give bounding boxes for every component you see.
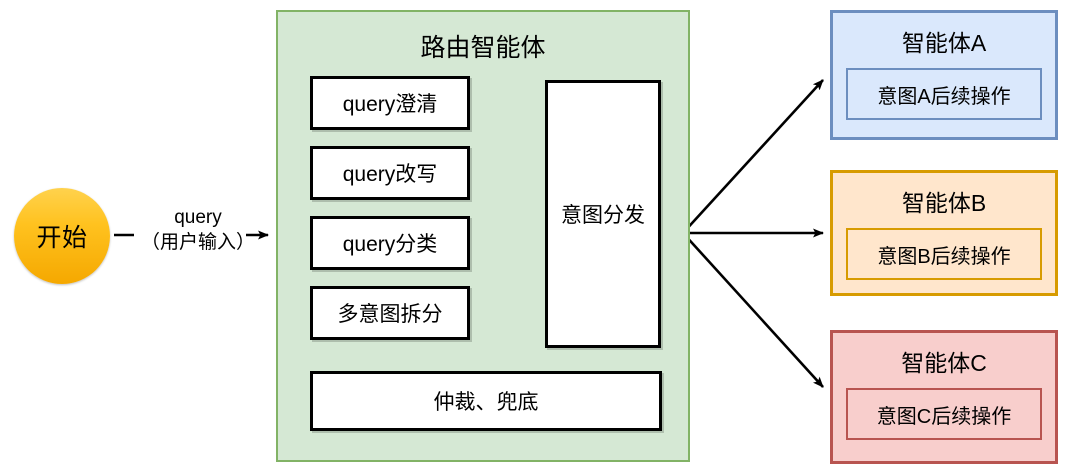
agent-card-action-box[interactable]: 意图B后续操作 (846, 228, 1042, 280)
start-node[interactable]: 开始 (14, 188, 110, 284)
task-box-label: query分类 (342, 233, 438, 256)
agent-card-action-box[interactable]: 意图A后续操作 (846, 68, 1042, 120)
task-box-label: query澄清 (342, 93, 438, 116)
task-box-label: 多意图拆分 (337, 303, 443, 326)
agent-card-action-label: 意图A后续操作 (877, 85, 1011, 108)
task-box-query-rewrite[interactable]: query改写 (310, 146, 470, 200)
agent-card-b[interactable]: 智能体B 意图B后续操作 (830, 170, 1058, 296)
agent-card-action-box[interactable]: 意图C后续操作 (846, 388, 1042, 440)
arbitration-fallback-label: 仲裁、兜底 (433, 391, 539, 414)
agent-card-c[interactable]: 智能体C 意图C后续操作 (830, 330, 1058, 464)
intent-dispatch-box[interactable]: 意图分发 (545, 80, 661, 348)
entry-edge-label-line1: query (174, 207, 222, 228)
start-node-label: 开始 (36, 224, 88, 252)
intent-dispatch-label: 意图分发 (561, 204, 645, 227)
agent-card-action-label: 意图C后续操作 (876, 405, 1012, 428)
agent-card-title: 智能体B (901, 190, 987, 216)
agent-card-title: 智能体A (901, 30, 987, 56)
router-agent-title: 路由智能体 (420, 34, 546, 62)
task-box-label: query改写 (342, 163, 438, 186)
agent-card-action-label: 意图B后续操作 (877, 245, 1011, 268)
entry-edge-label-line2: （用户输入） (140, 232, 255, 253)
entry-edge-label: query （用户输入） (136, 205, 260, 255)
agent-card-a[interactable]: 智能体A 意图A后续操作 (830, 10, 1058, 140)
arbitration-fallback-box[interactable]: 仲裁、兜底 (310, 371, 662, 431)
edge-router-to-agent-a (682, 79, 824, 234)
edge-router-to-agent-c (682, 232, 824, 388)
task-box-query-clarify[interactable]: query澄清 (310, 76, 470, 130)
agent-card-title: 智能体C (901, 350, 987, 376)
task-box-multi-intent-split[interactable]: 多意图拆分 (310, 286, 470, 340)
task-box-query-classify[interactable]: query分类 (310, 216, 470, 270)
